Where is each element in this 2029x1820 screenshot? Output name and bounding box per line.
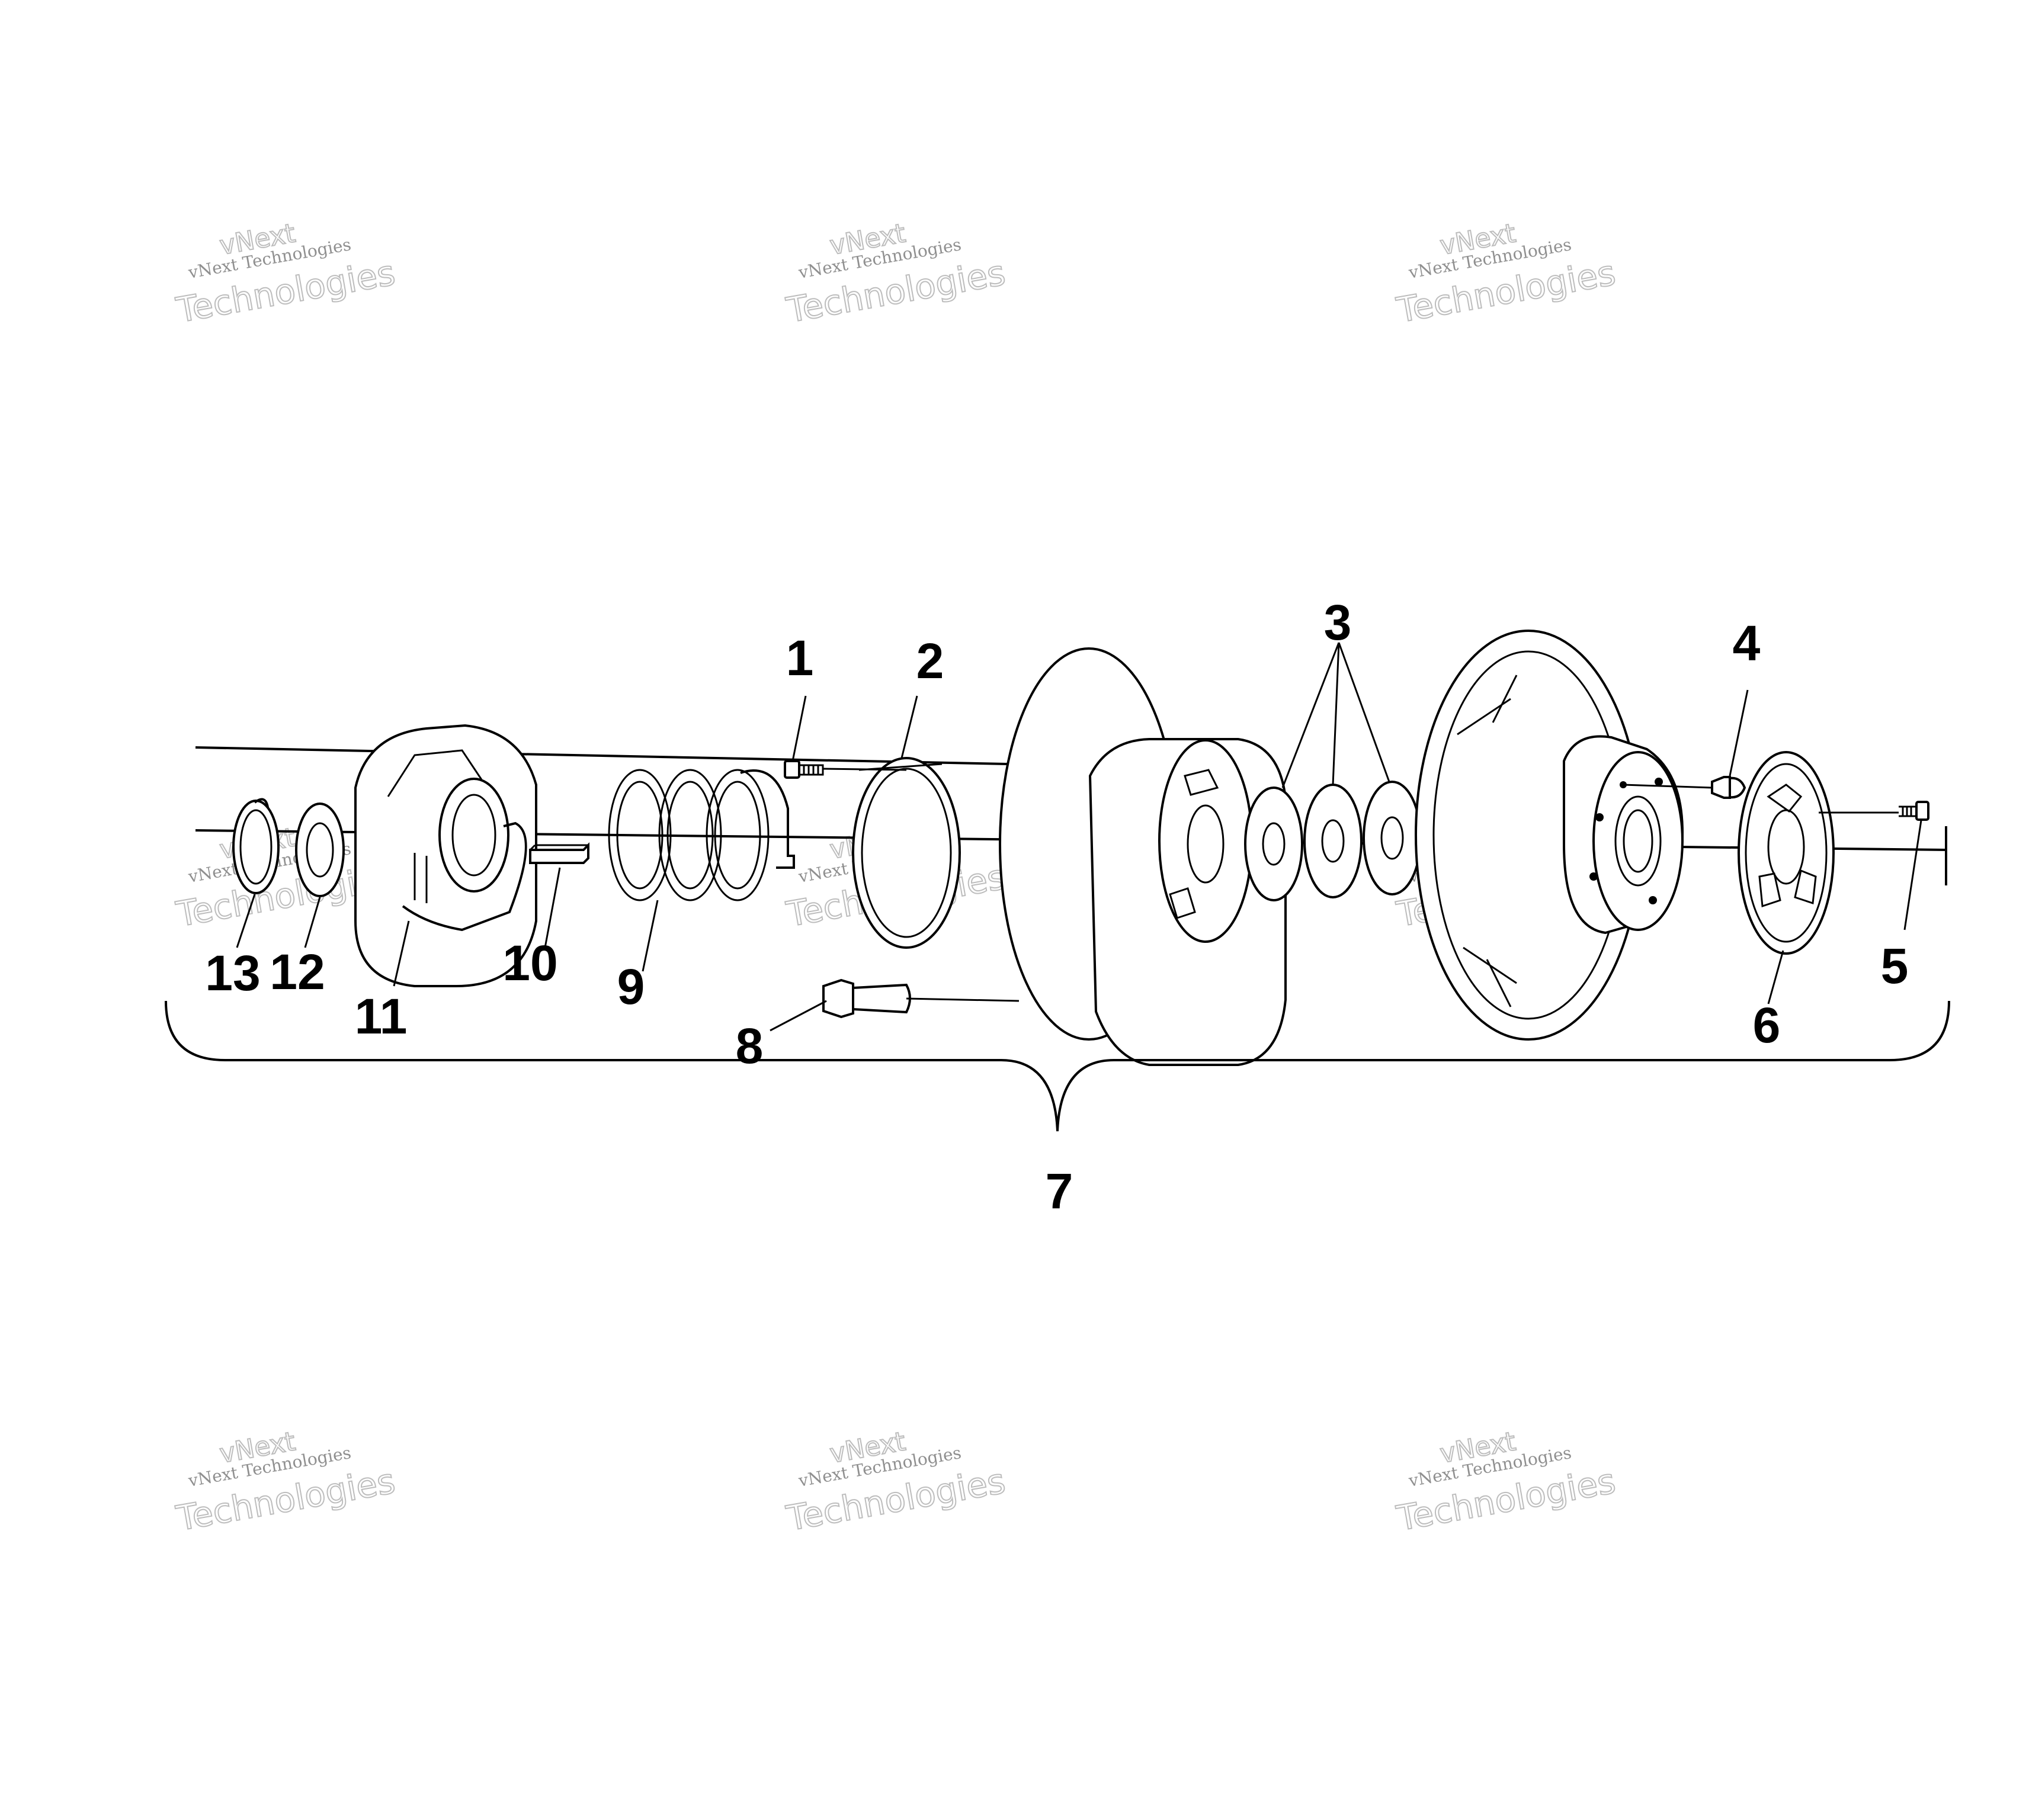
- callout-12: 12: [270, 944, 325, 1000]
- watermark: vNext vNext Technologies Technologies: [172, 1426, 399, 1539]
- assembly-bracket: [165, 1000, 1950, 1132]
- callout-13: 13: [205, 945, 260, 1001]
- spring-part: [608, 769, 795, 901]
- callout-10: 10: [502, 935, 557, 991]
- watermark: vNext vNext Technologies Technologies: [783, 1426, 1009, 1539]
- callout-5: 5: [1881, 938, 1909, 994]
- watermark: vNext vNext Technologies Technologies: [1393, 1426, 1619, 1539]
- callout-7: 7: [1046, 1163, 1073, 1219]
- watermark: vNext vNext Technologies Technologies: [172, 217, 399, 331]
- callout-3: 3: [1324, 595, 1352, 650]
- callouts: 1 2 3 4 5 6 7 8 9 10 11 12 13: [205, 595, 1908, 1219]
- callout-6: 6: [1753, 997, 1781, 1053]
- cam-helix-part: [354, 724, 537, 987]
- callout-4: 4: [1733, 615, 1761, 671]
- pin-part: [822, 978, 1020, 1019]
- washer-part: [295, 803, 345, 897]
- key-part: [529, 842, 589, 864]
- callout-1: 1: [786, 630, 814, 686]
- watermark: vNext vNext Technologies Technologies: [783, 217, 1009, 331]
- cover-plate-part: [1738, 751, 1835, 955]
- callout-2: 2: [916, 633, 944, 689]
- bolt-part: [1711, 776, 1746, 799]
- callout-11: 11: [355, 988, 408, 1044]
- bushing-part: [852, 757, 961, 949]
- movable-sheave: [999, 647, 1287, 1066]
- stationary-sheave: [1415, 630, 1713, 1041]
- screw-part: [784, 760, 907, 779]
- callout-8: 8: [736, 1018, 764, 1074]
- callout-9: 9: [617, 959, 645, 1015]
- washers-part: [1244, 781, 1422, 901]
- screw-part-right: [1819, 801, 1929, 821]
- watermark: vNext vNext Technologies Technologies: [1393, 217, 1619, 331]
- leader-lines: [236, 642, 1922, 1032]
- snap-ring-part: [232, 798, 280, 894]
